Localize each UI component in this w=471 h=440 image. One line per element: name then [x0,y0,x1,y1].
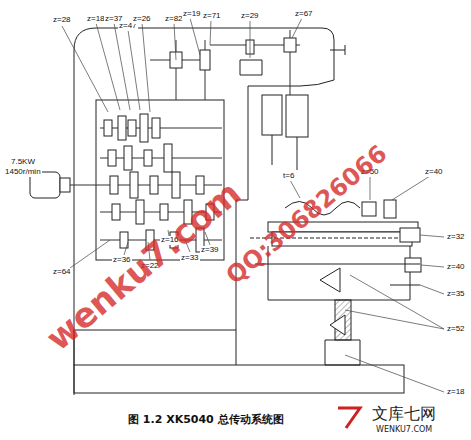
gear [144,150,152,166]
gear [160,204,168,220]
gear [152,118,160,138]
motor-spec: 7.5KW [10,158,36,167]
callout-number: z=26 [132,15,152,24]
callout-number: z=71 [202,12,222,21]
gear [124,146,132,170]
callout-number: z=82 [164,15,184,24]
callout-number: t=6 [282,172,295,181]
gear [140,114,148,142]
figure-caption: 图 1.2 XK5040 总传动系统图 [128,412,284,427]
gear [196,176,204,194]
gear [284,38,296,52]
callout-number: z=39 [200,246,220,255]
callout-number: z=64 [52,268,72,277]
callout-number: z=18 [446,388,466,397]
gear [172,172,180,198]
callout-number: z=18 [86,15,106,24]
gear [118,116,126,140]
motor-spec: 1450r/min [4,168,42,177]
gear [128,120,136,136]
callout-number: z=32 [446,233,466,242]
gear [130,172,138,198]
gear [104,120,112,136]
gear [108,150,116,166]
gear [110,176,118,194]
callout-number: z=40 [424,168,444,177]
brand-mark: 文库七网 [372,406,436,422]
gear [150,176,158,194]
gear [164,144,172,172]
callout-number: z=40 [446,263,466,272]
callout-number: z=67 [294,10,314,19]
brand-mark: WENKU7.COM [376,426,432,434]
callout-number: z=29 [240,12,260,21]
gear [136,200,144,224]
gear [200,50,210,70]
callout-number: z=35 [446,290,466,299]
callout-number: z=33 [180,254,200,263]
callout-number: z=52 [446,325,466,334]
callout-number: z=19 [182,10,202,19]
callout-number: z=28 [52,16,72,25]
gear [112,204,120,220]
